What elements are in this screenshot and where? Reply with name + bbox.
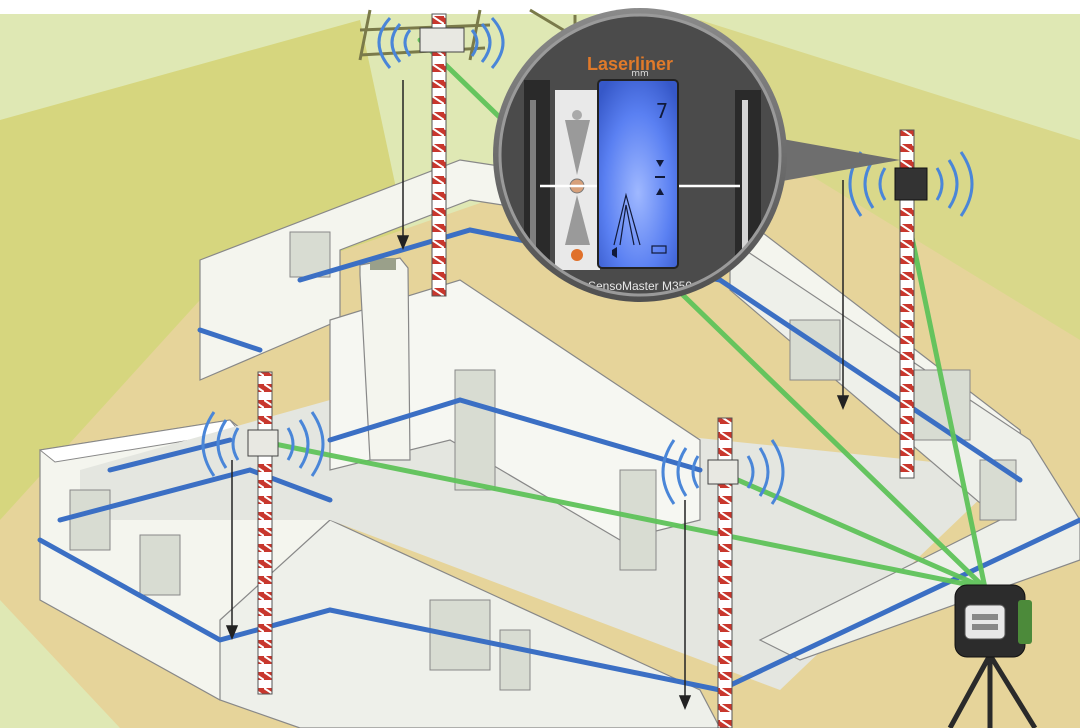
inner-partition bbox=[329, 279, 701, 541]
power-led-icon bbox=[571, 249, 583, 261]
display-unit-label: mm bbox=[631, 69, 649, 79]
window-opening bbox=[139, 534, 181, 596]
rotating-laser-device bbox=[947, 584, 1038, 728]
receiver-rail-highlight bbox=[530, 100, 536, 270]
up-arrow-icon bbox=[565, 120, 590, 175]
receiver-1 bbox=[377, 16, 505, 69]
door-opening bbox=[454, 369, 496, 491]
chimney-opening bbox=[370, 258, 396, 270]
signal-wave-icon bbox=[201, 411, 325, 477]
receiver-body bbox=[419, 27, 465, 53]
tripod bbox=[947, 653, 1038, 728]
laser-window-detail bbox=[972, 624, 998, 630]
interior-floor bbox=[80, 400, 1010, 690]
lcd-triangle-icon bbox=[613, 192, 641, 246]
model-label: SensoMaster M350 bbox=[588, 279, 692, 293]
measure-arrows bbox=[225, 80, 850, 710]
laser-window-detail bbox=[972, 614, 998, 620]
callout-lens-rim bbox=[498, 13, 782, 297]
lcd-battery-icon bbox=[651, 245, 667, 254]
receiver-zoom-callout: mm 7 Laserliner SensoMaster M350 bbox=[493, 8, 900, 302]
lcd-down-arrow-icon bbox=[656, 160, 664, 167]
signal-wave-icon bbox=[661, 439, 785, 505]
receiver-2 bbox=[848, 151, 974, 217]
receiver-body bbox=[247, 429, 279, 457]
down-arrow-icon bbox=[565, 195, 590, 245]
ground-bottom-left bbox=[0, 600, 120, 728]
measuring-rod bbox=[899, 129, 915, 479]
lcd-speaker-icon bbox=[612, 247, 617, 258]
receiver-3 bbox=[201, 411, 325, 477]
receiver-body bbox=[894, 167, 928, 201]
lcd-up-arrow-icon bbox=[656, 188, 664, 195]
receiver-rail-highlight bbox=[742, 100, 748, 270]
receiver-body bbox=[707, 459, 739, 485]
window-opening bbox=[499, 629, 531, 691]
status-led-icon bbox=[572, 110, 582, 120]
window-opening bbox=[979, 459, 1017, 521]
lcd-display bbox=[597, 79, 679, 269]
window-opening bbox=[289, 231, 331, 278]
callout-pointer bbox=[760, 135, 900, 185]
signal-wave-icon bbox=[377, 16, 505, 69]
receiver-4 bbox=[661, 439, 785, 505]
top-white-band bbox=[0, 0, 1080, 14]
laser-window bbox=[964, 604, 1006, 640]
chimney bbox=[359, 257, 411, 461]
measuring-rod bbox=[431, 13, 447, 297]
laser-side-panel bbox=[1018, 600, 1032, 644]
measuring-rod bbox=[717, 417, 733, 728]
window-opening bbox=[69, 489, 111, 551]
brand-logo: Laserliner bbox=[587, 54, 673, 74]
display-digit: 7 bbox=[656, 99, 668, 123]
measuring-rod bbox=[257, 371, 273, 695]
